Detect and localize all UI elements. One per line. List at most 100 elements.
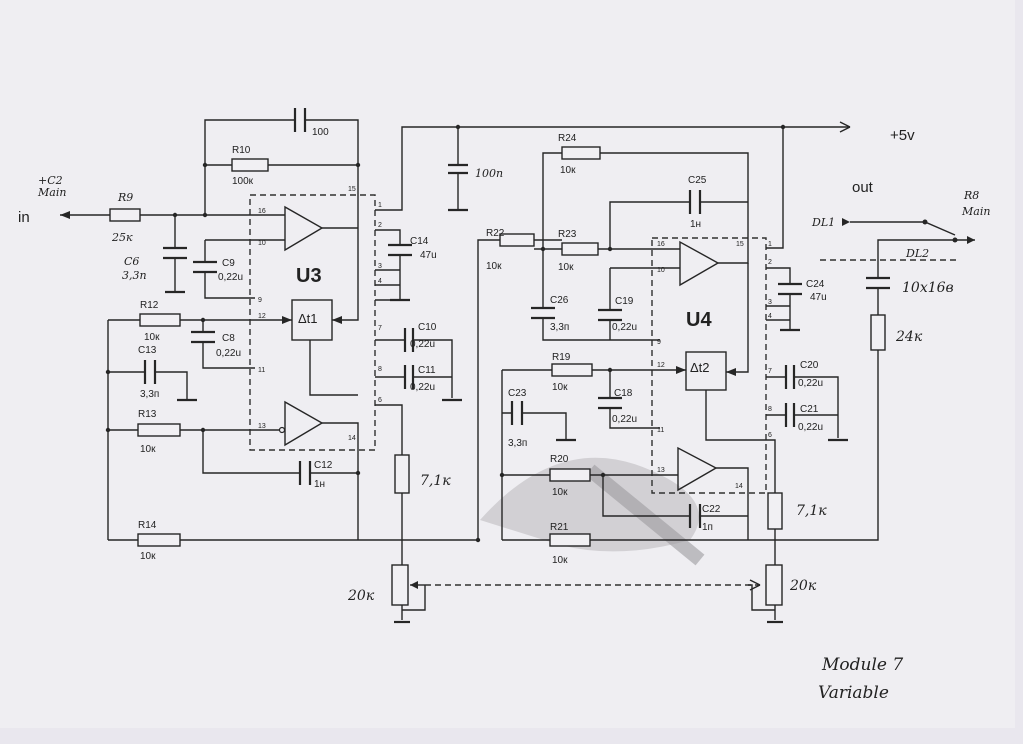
c100-capacitor [293, 108, 307, 132]
r23-label: R23 [558, 229, 577, 240]
r8-note-sub: Main [961, 205, 990, 218]
c20-capacitor [784, 365, 796, 389]
u3-pin-11: 11 [258, 367, 265, 374]
c23-label: C23 [508, 388, 527, 399]
u4-pin-10: 10 [657, 267, 665, 274]
c12-label: C12 [314, 460, 333, 471]
u4-pin-11: 11 [657, 427, 664, 434]
u3-pin-10: 10 [258, 240, 266, 247]
c13-label: C13 [138, 345, 157, 356]
pin-numbers: 15 16 10 9 12 11 13 14 1 2 3 4 7 8 6 16 … [258, 186, 772, 490]
c19-value: 0,22u [612, 322, 637, 333]
r9-resistor [109, 208, 141, 222]
u3-pin-15: 15 [348, 186, 356, 193]
p20b-potentiometer [765, 564, 783, 606]
u3-pin-7: 7 [378, 325, 382, 332]
c14-label: C14 [410, 236, 429, 247]
paper-page [0, 0, 1015, 728]
c8-capacitor [191, 330, 215, 344]
r14-label: R14 [138, 520, 157, 531]
u3-opamp-2 [284, 400, 324, 447]
c8-value: 0,22u [216, 348, 241, 359]
p20b-value: 20к [789, 578, 817, 594]
u4-pin-1: 1 [768, 241, 772, 248]
r20-label: R20 [550, 454, 569, 465]
u3-outline [249, 194, 376, 451]
r71b-value: 7,1к [796, 503, 827, 519]
c26-label: C26 [550, 295, 569, 306]
c18-capacitor [598, 396, 622, 410]
c6-value: 3,3п [122, 269, 147, 282]
c12-capacitor [298, 461, 312, 485]
r71a-value: 7,1к [420, 473, 451, 489]
c10-capacitor [403, 328, 415, 352]
u3-pin-14: 14 [348, 435, 356, 442]
u3-pin-8: 8 [378, 366, 382, 373]
u3-pin-16: 16 [258, 208, 266, 215]
r13-label: R13 [138, 409, 157, 420]
c100n-value: 100п [475, 167, 503, 180]
c22-value: 1п [702, 522, 713, 533]
u4-pin-8: 8 [768, 406, 772, 413]
c11-label: C11 [418, 365, 436, 376]
c21-value: 0,22u [798, 422, 823, 433]
p20a-value: 20к [347, 588, 375, 604]
r23-resistor [561, 242, 599, 256]
r24-label: R24 [558, 133, 577, 144]
r22-resistor [499, 233, 535, 247]
r9-value: 25к [111, 231, 133, 244]
c20-label: C20 [800, 360, 819, 371]
c14-value: 47u [420, 250, 437, 261]
u4-pin-9: 9 [657, 339, 661, 346]
u4-pin-15: 15 [736, 241, 744, 248]
c11-capacitor [403, 365, 415, 389]
u3-opamp-1 [284, 205, 324, 252]
output-label: out [852, 179, 874, 196]
u4-opamp-2 [677, 446, 718, 492]
c9-value: 0,22u [218, 272, 243, 283]
u4-pin-12: 12 [657, 362, 665, 369]
u4-pin-3: 3 [768, 299, 772, 306]
c25-capacitor [688, 190, 702, 214]
c25-label: C25 [688, 175, 707, 186]
c19-capacitor [598, 308, 622, 322]
r24-value: 10к [560, 165, 576, 176]
u3-pin-4: 4 [378, 278, 382, 285]
supply-label: +5v [890, 127, 915, 144]
c22-capacitor [688, 504, 702, 528]
r71a-resistor [394, 454, 410, 494]
c10-label: C10 [418, 322, 437, 333]
u4-pin-6: 6 [768, 432, 772, 439]
r22-value: 10к [486, 261, 502, 272]
r20-resistor [549, 468, 591, 482]
c8-label: C8 [222, 333, 235, 344]
c2-note-sub: Main [37, 186, 66, 199]
r24-resistor [561, 146, 601, 160]
r14-resistor [137, 533, 181, 547]
rout-resistor [870, 314, 886, 351]
c22-label: C22 [702, 504, 721, 515]
c100-label: 100 [312, 127, 329, 138]
u3-title: U3 [296, 265, 322, 287]
c26-capacitor [531, 306, 555, 320]
c20-value: 0,22u [798, 378, 823, 389]
c24-capacitor [778, 282, 802, 296]
footer-line-2: Variable [818, 683, 889, 703]
dl1-note: DL1 [811, 216, 835, 229]
r9-label: R9 [117, 191, 133, 204]
p20a-potentiometer [391, 564, 409, 606]
c2-note: +C2 [38, 174, 63, 187]
u3-pin-1: 1 [378, 202, 382, 209]
cout-value: 10х16в [902, 280, 954, 296]
r21-resistor [549, 533, 591, 547]
footer-line-1: Module 7 [821, 655, 903, 675]
c14-capacitor [388, 243, 412, 257]
r13-value: 10к [140, 444, 156, 455]
u4-pin-16: 16 [657, 241, 665, 248]
c21-label: C21 [800, 404, 819, 415]
u4-outline [651, 237, 767, 494]
r12-label: R12 [140, 300, 159, 311]
c12-value: 1н [314, 479, 325, 490]
c23-capacitor [510, 401, 524, 425]
r71b-resistor [767, 492, 783, 530]
